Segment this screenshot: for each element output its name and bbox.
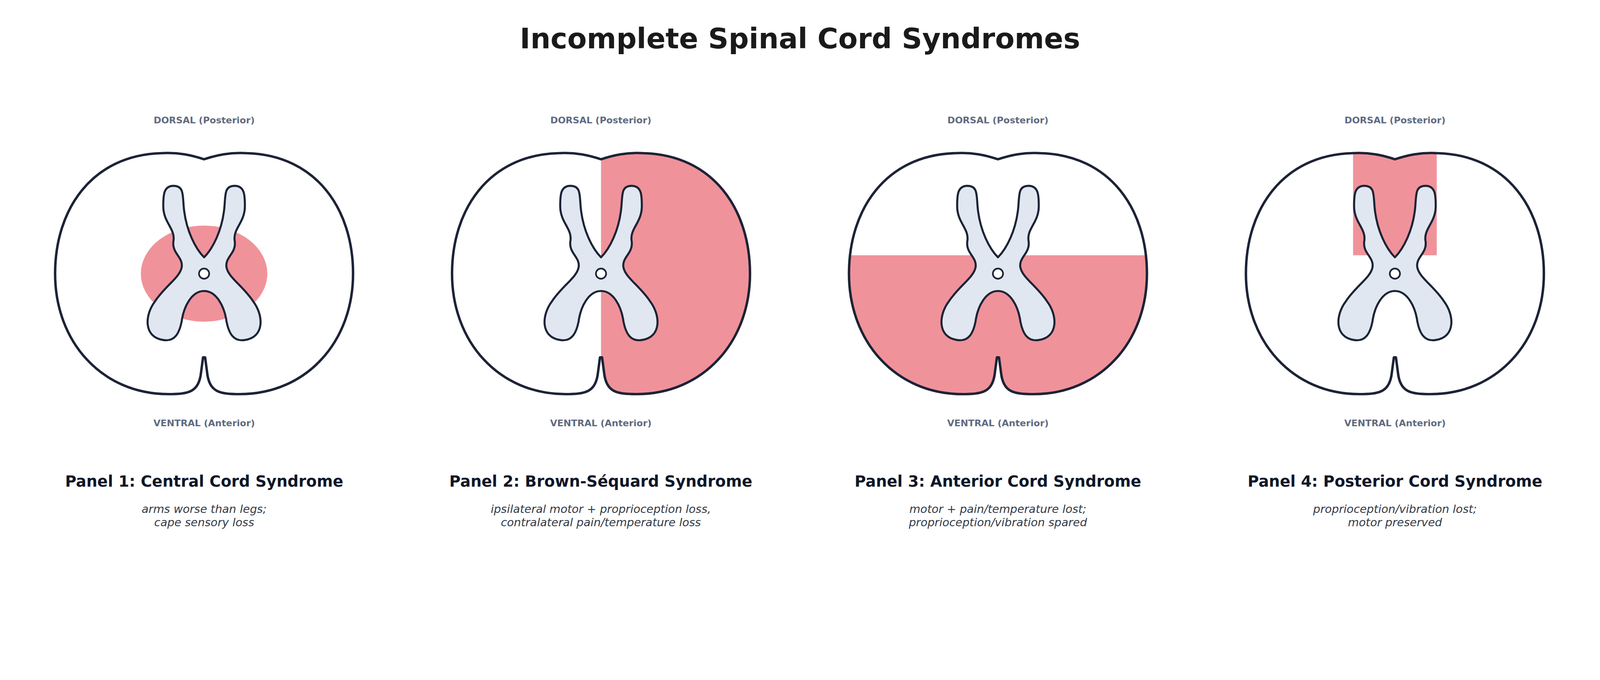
orientation-label: VENTRAL (Anterior)	[79, 417, 330, 429]
cord-outline	[1245, 152, 1544, 395]
lesion-area	[834, 255, 1162, 409]
orientation-label: VENTRAL (Anterior)	[872, 417, 1123, 429]
gray-matter	[147, 185, 261, 341]
panel-title: Panel 4: Posterior Cord Syndrome	[1199, 472, 1591, 492]
orientation-label: DORSAL (Posterior)	[475, 115, 726, 126]
panel-description: ipsilateral motor + proprioception loss,…	[471, 502, 730, 530]
cord-section	[834, 152, 1162, 409]
panel-title: Panel 2: Brown-Séquard Syndrome	[405, 472, 797, 492]
panel-description: motor + pain/temperature lost; proprioce…	[868, 502, 1128, 530]
gray-matter	[544, 185, 658, 341]
panel-description: arms worse than legs; cape sensory loss	[133, 502, 275, 530]
cord-section	[55, 152, 353, 395]
central-canal	[199, 268, 210, 279]
diagram-title: Incomplete Spinal Cord Syndromes	[175, 22, 1425, 56]
orientation-label: DORSAL (Posterior)	[872, 115, 1123, 126]
central-canal	[1390, 268, 1400, 279]
cord-outline	[849, 152, 1148, 395]
gray-matter	[1338, 185, 1452, 341]
central-canal	[595, 268, 606, 279]
cord-section	[452, 140, 765, 407]
cord-section	[1245, 140, 1544, 395]
panel-title: Panel 3: Anterior Cord Syndrome	[802, 472, 1194, 492]
cord-outline	[452, 152, 750, 395]
panel-description: proprioception/vibration lost; motor pre…	[1307, 502, 1483, 530]
white-matter	[55, 152, 353, 395]
orientation-label: DORSAL (Posterior)	[1270, 115, 1520, 126]
central-canal	[992, 268, 1003, 279]
cord-outline	[55, 152, 353, 395]
orientation-label: DORSAL (Posterior)	[79, 115, 330, 126]
gray-matter	[941, 185, 1055, 341]
orientation-label: VENTRAL (Anterior)	[1270, 417, 1520, 429]
panel-title: Panel 1: Central Cord Syndrome	[8, 472, 400, 492]
orientation-label: VENTRAL (Anterior)	[475, 417, 726, 429]
